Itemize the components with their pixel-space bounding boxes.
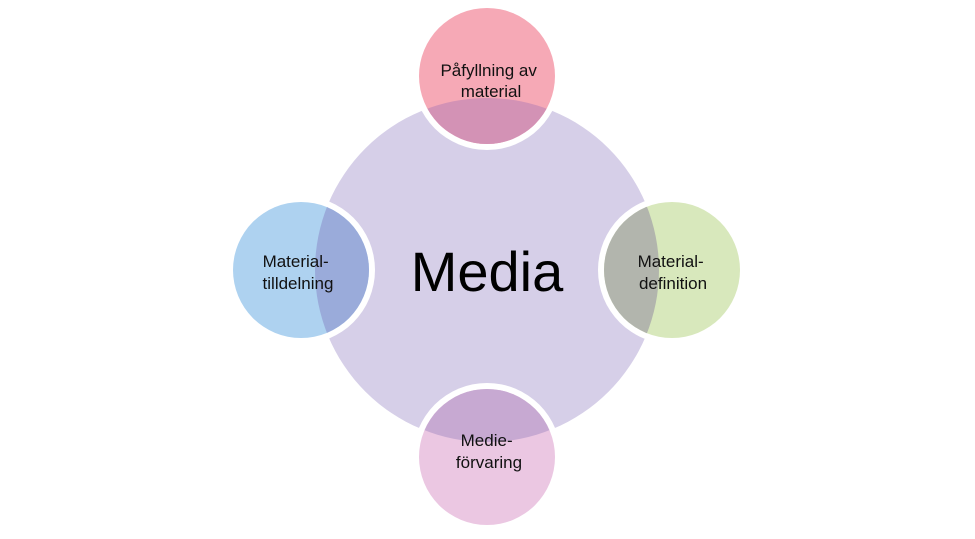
node-left-label-line-1: Material- (263, 252, 329, 271)
node-left-overlap (315, 202, 369, 338)
node-bottom-circle-group (413, 383, 561, 531)
node-top-label-line-2: material (461, 82, 521, 101)
node-bottom-label-line-2: förvaring (456, 453, 522, 472)
node-top-label-line-1: Påfyllning av (440, 61, 537, 80)
node-bottom-label: Medie- förvaring (456, 431, 522, 472)
node-top-circle-group (413, 2, 561, 150)
node-right-label-line-2: definition (639, 274, 707, 293)
node-left-circle-group (227, 196, 375, 344)
node-right-label-line-1: Material- (638, 252, 704, 271)
node-right-circle-group (598, 196, 746, 344)
node-top-label: Påfyllning av material (440, 61, 541, 101)
node-right-overlap (604, 202, 659, 338)
center-label: Media (411, 240, 564, 303)
node-top-overlap (419, 98, 555, 144)
node-left-label: Material- tilldelning (263, 252, 334, 293)
node-right-label: Material- definition (638, 252, 709, 293)
center-circle (315, 98, 659, 442)
node-left-label-line-2: tilldelning (263, 274, 334, 293)
node-bottom-overlap (419, 389, 555, 442)
node-bottom-label-line-1: Medie- (461, 431, 513, 450)
